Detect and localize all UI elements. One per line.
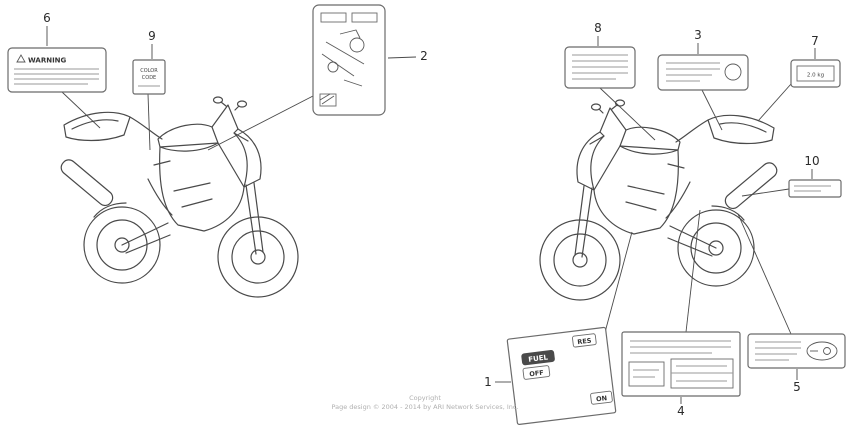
tire-info-left-cell [628,361,665,387]
pictogram-hatch-lines [319,93,335,105]
svg-text:8[interactable]: 8 [594,21,602,35]
off-badge [522,365,551,380]
svg-text:6[interactable]: 6 [43,11,51,25]
warning-text-lines [14,68,99,85]
notice-box [657,54,749,91]
svg-text:10[interactable]: 10 [804,154,819,168]
drive-chain-label[interactable] [747,333,846,369]
warning-label-box [7,47,107,93]
caution-text-box [564,46,636,89]
callout-8[interactable]: 8 [594,21,602,46]
svg-text:5[interactable]: 5 [793,380,801,394]
tire-info-left-lines [633,369,659,378]
pictogram-header-left [320,12,347,23]
tire-info-box [621,331,741,397]
chain-text-lines [755,341,801,361]
leader-line-10 [741,188,790,197]
svg-text:9[interactable]: 9 [148,29,156,43]
strip-box [788,179,842,198]
instruction-pictogram-label[interactable] [312,4,386,116]
chain-pictogram-roller [823,347,831,355]
weight-label[interactable]: 2.0 kg [790,59,841,88]
color-code-label[interactable]: COLOR CODE [132,59,166,95]
fuel-valve-box [506,326,617,426]
pictogram-header-right [351,12,378,23]
motorcycle-right [539,99,781,301]
callout-5[interactable]: 5 [793,369,801,394]
svg-text:7[interactable]: 7 [811,34,819,48]
chain-box [747,333,846,369]
copyright-line-2: Page design © 2004 - 2014 by ARI Network… [331,403,518,411]
leader-line-6 [61,91,101,129]
fuel-valve-label[interactable]: FUEL OFF RES ON [506,326,617,426]
weight-box [790,59,841,88]
callout-2[interactable]: 2 [387,49,428,63]
res-badge [572,333,597,348]
on-badge [590,390,613,405]
chain-pictogram-icon [806,341,838,361]
notice-label[interactable] [657,54,749,91]
leader-lines [61,83,792,337]
color-code-line1: COLOR [140,68,158,74]
warning-label-heading: WARNING [28,57,67,65]
leader-line-2 [207,95,314,151]
weight-value: 2.0 kg [807,73,824,79]
callout-4[interactable]: 4 [677,397,685,418]
tire-info-right-lines [671,365,733,382]
leader-line-3 [701,89,723,131]
weight-inner-box [796,65,835,82]
caution-text-label[interactable] [564,46,636,89]
svg-text:2[interactable]: 2 [420,49,428,63]
leader-line-1 [603,231,633,337]
color-code-box [132,59,166,95]
strip-label[interactable] [788,179,842,198]
svg-text:4[interactable]: 4 [677,404,685,418]
leader-line-7 [757,83,792,122]
svg-text:3[interactable]: 3 [694,28,702,42]
callout-9[interactable]: 9 [148,29,156,59]
tire-info-title-lines [630,340,731,354]
motorcycle-left [57,96,299,298]
callout-7[interactable]: 7 [811,34,819,59]
leader-line-4 [685,209,701,333]
callout-1[interactable]: 1 [484,375,511,389]
caution-text-lines [572,54,628,80]
tire-info-right-cell [670,358,734,389]
pictogram-art [321,29,365,87]
off-badge-text: OFF [529,369,544,379]
leader-line-5 [737,213,792,335]
callout-6[interactable]: 6 [43,11,51,46]
leader-line-9 [147,93,151,151]
callout-2-tick [387,56,417,59]
leader-line-8 [599,87,656,141]
callouts: 1 2 3 4 5 6 7 8 [43,11,819,418]
footer: Copyright Page design © 2004 - 2014 by A… [331,394,518,411]
seal-circle-icon [724,63,742,81]
pictogram-box [312,4,386,116]
res-badge-text: RES [577,337,592,347]
warning-triangle-icon [16,54,26,63]
tire-information-label[interactable] [621,331,741,397]
on-badge-text: ON [596,394,608,403]
fuel-badge [521,350,555,366]
fuel-badge-text: FUEL [528,353,549,363]
notice-text-lines [666,62,720,82]
strip-text-lines [794,185,831,192]
callout-3[interactable]: 3 [694,28,702,54]
color-code-line2: CODE [142,75,156,81]
callout-10[interactable]: 10 [804,154,820,179]
warning-label[interactable]: WARNING [7,47,107,93]
copyright-line-1: Copyright [409,394,441,402]
svg-text:1[interactable]: 1 [484,375,492,389]
